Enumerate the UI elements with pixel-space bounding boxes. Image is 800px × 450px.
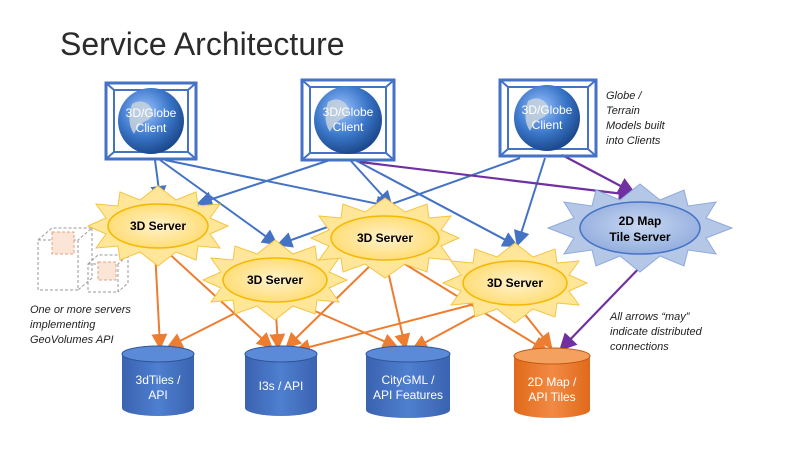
arrow-c2-s4 [354,159,519,247]
arrow-s1-db1 [151,249,168,350]
server-label: 3D Server [130,219,186,233]
globe-terrain-note: Globe / Terrain Models built into Client… [606,90,666,147]
svg-text:Terrain: Terrain [606,105,640,117]
client-label-line2: Client [136,121,167,135]
server-label: 3D Server [487,276,543,290]
database-label-line2: API Tiles [528,390,575,404]
database-label-line2: API [148,388,167,402]
server-node: 3D Server [309,197,461,279]
client-label-line1: 3D/Globe [323,105,374,119]
arrow-s3-db4 [394,257,549,353]
arrow-c2-s3 [349,159,393,207]
tile-server-node: 2D Map Tile Server [546,183,734,273]
svg-text:Globe /: Globe / [606,90,642,102]
database-label-line1: 3dTiles / [136,373,182,387]
client-label-line1: 3D/Globe [522,103,573,117]
svg-text:connections: connections [610,341,669,353]
svg-text:GeoVolumes API: GeoVolumes API [30,334,114,346]
arrow-c1-s2 [159,159,279,246]
tile-server-label-line1: 2D Map [619,214,662,228]
database-node: CityGML / API Features [365,345,451,418]
tile-server-arrows [359,154,646,352]
arrow-c2-s1 [196,159,331,207]
database-node: I3s / API [244,345,318,416]
database-node: 2D Map / API Tiles [513,347,591,418]
geovolumes-cubes-illustration [37,227,130,293]
arrow-c3-s4 [514,157,546,247]
svg-text:Models built: Models built [606,120,666,132]
arrow-c1-s3 [164,159,392,212]
server-node: 3D Server [201,239,349,321]
arrow-c2-tile [359,160,637,203]
database-label-line1: CityGML / [382,373,436,387]
svg-text:into Clients: into Clients [606,135,661,147]
client-node: 3D/Globe Client [300,78,396,162]
database-label-line1: 2D Map / [528,375,577,389]
arrows-note: All arrows “may” indicate distributed co… [609,311,703,353]
arrow-tile-db4 [558,261,646,352]
servers-note: One or more servers implementing GeoVolu… [30,304,131,346]
database-label-line1: I3s / API [259,379,304,393]
tile-server-label-line2: Tile Server [609,230,670,244]
arrow-s4-db2 [294,299,491,355]
svg-text:indicate distributed: indicate distributed [610,326,703,338]
client-to-server-arrows [150,157,546,248]
client-label-line2: Client [532,118,563,132]
server-label: 3D Server [357,231,413,245]
svg-text:One or more servers: One or more servers [30,304,131,316]
arrow-c3-s2 [276,157,521,248]
database-label-line2: API Features [373,388,443,402]
slide-title: Service Architecture [60,26,345,62]
svg-text:implementing: implementing [30,319,96,331]
client-node: 3D/Globe Client [498,78,598,158]
server-label: 3D Server [247,273,303,287]
server-node: 3D Server [86,185,230,267]
svg-text:All arrows “may”: All arrows “may” [609,311,691,323]
database-node: 3dTiles / API [121,345,195,416]
client-label-line1: 3D/Globe [126,106,177,120]
client-label-line2: Client [333,120,364,134]
arrow-s3-db2 [285,257,379,349]
server-node: 3D Server [441,242,589,324]
client-node: 3D/Globe Client [104,81,198,161]
arrow-c3-tile [561,154,636,195]
